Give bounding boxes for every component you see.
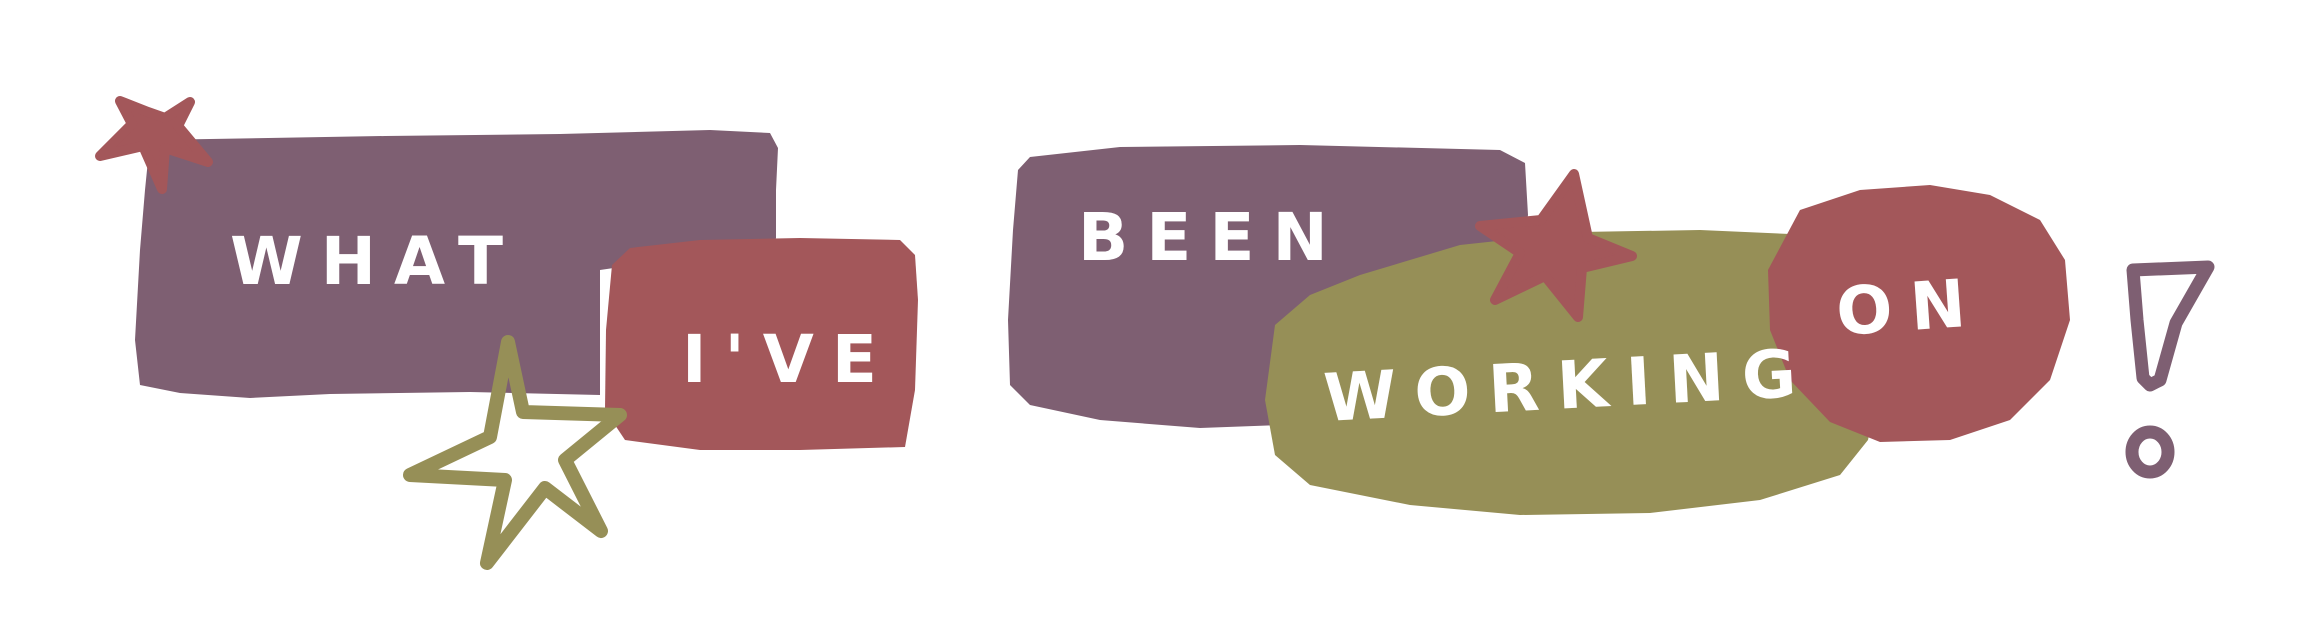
exclaim-dot — [2125, 425, 2175, 479]
working-blob — [1265, 230, 1885, 515]
word-been: BEEN — [1078, 199, 1346, 276]
star-icon — [1475, 169, 1637, 322]
exclaim-bar — [2126, 260, 2215, 392]
star-icon — [95, 96, 213, 194]
been-block — [1008, 145, 1528, 428]
on-circle — [1768, 185, 2070, 442]
star-icon — [403, 335, 627, 570]
word-ive: I'VE — [682, 321, 895, 398]
ive-block — [605, 238, 918, 450]
word-what: WHAT — [230, 223, 521, 300]
what-block — [135, 130, 778, 398]
word-on: ON — [1834, 264, 1986, 351]
